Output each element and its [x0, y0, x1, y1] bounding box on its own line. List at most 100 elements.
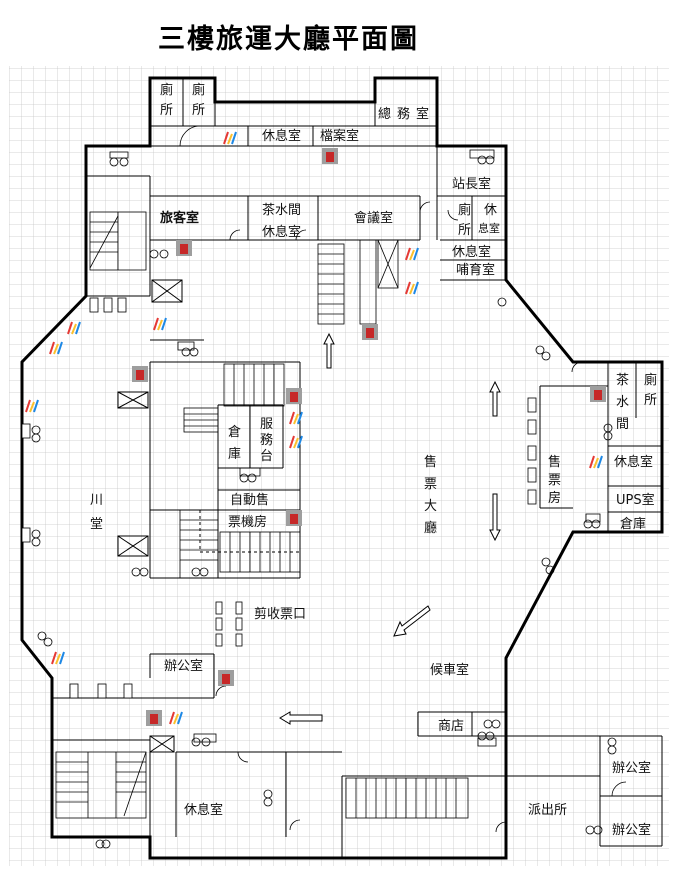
emergency-light-icon [405, 281, 419, 295]
room-label-ticket-machine: 自動售票機房 [228, 492, 269, 530]
seat-icon [477, 731, 497, 747]
fire-extinguisher-icon [286, 388, 302, 404]
seat-icon [37, 631, 53, 647]
seat-icon [483, 719, 501, 729]
seat-icon [583, 513, 601, 529]
room-label-service-desk: 服務台 [260, 417, 273, 464]
room-label-corridor: 川堂 [90, 493, 103, 532]
fire-extinguisher-icon [218, 670, 234, 686]
room-label-rest-right: 休息室 [452, 244, 491, 260]
emergency-light-icon [25, 399, 39, 413]
seat-icon [177, 341, 199, 357]
stair-left-upper [89, 211, 147, 271]
fire-extinguisher-icon [286, 510, 302, 526]
emergency-light-icon [589, 455, 603, 469]
room-label-rest-top: 休息室 [262, 128, 301, 144]
emergency-light-markers [25, 131, 603, 725]
grid-background [9, 66, 669, 866]
seat-icon [469, 149, 495, 165]
ticket-gates [21, 297, 537, 699]
arrow-up-icon [489, 380, 501, 417]
room-label-ticket-office: 售票房 [548, 454, 561, 506]
room-label-toilet-top-2: 廁所 [192, 82, 205, 118]
seat-icon [541, 557, 555, 575]
room-label-office-left: 辦公室 [164, 658, 203, 674]
fire-extinguisher-markers [132, 148, 606, 726]
stair-bottom-left [55, 751, 147, 819]
room-label-rest-bottom: 休息室 [184, 802, 223, 818]
room-label-toilet-right-top: 廁所 [458, 202, 471, 238]
room-label-tea-room-right: 茶水間 [616, 372, 629, 432]
room-label-meeting-room: 會議室 [354, 210, 393, 226]
stair-bottom-center [345, 777, 469, 819]
room-label-office-br-2: 辦公室 [612, 822, 651, 838]
seat-icon [603, 423, 613, 441]
emergency-light-icon [153, 317, 167, 331]
room-label-archive: 檔案室 [320, 128, 359, 144]
room-label-tea-room: 茶水間 [262, 202, 301, 218]
room-label-passenger-room: 旅客室 [160, 210, 199, 226]
fire-extinguisher-icon [322, 148, 338, 164]
direction-arrows [279, 332, 501, 725]
seat-icon [149, 249, 169, 259]
room-label-general-affairs: 總務室 [378, 106, 429, 122]
fire-extinguisher-icon [362, 324, 378, 340]
emergency-light-icon [169, 711, 183, 725]
room-label-storage-right: 倉庫 [620, 517, 646, 532]
fire-extinguisher-icon [176, 240, 192, 256]
arrow-up-icon [323, 332, 335, 369]
seat-icon [31, 529, 41, 547]
seat-icon [239, 467, 261, 483]
seat-icon [535, 345, 551, 361]
furniture [31, 149, 617, 849]
room-label-office-br-1: 辦公室 [612, 760, 651, 776]
room-label-storage-mid: 倉庫 [228, 425, 241, 462]
dashed-boundary [199, 510, 300, 553]
seat-icon [607, 737, 617, 755]
seat-icon [263, 789, 273, 807]
stair-center-upper [317, 243, 345, 325]
fire-extinguisher-icon [590, 386, 606, 402]
seat-icon [585, 825, 603, 835]
emergency-light-icon [49, 341, 63, 355]
room-label-police: 派出所 [528, 803, 567, 818]
plan-title: 三樓旅運大廳平面圖 [158, 23, 419, 55]
room-label-rest-far-right: 休息室 [614, 454, 653, 470]
emergency-light-icon [67, 321, 81, 335]
stairs [55, 211, 469, 819]
room-label-waiting-room: 候車室 [430, 662, 469, 678]
room-label-station-master: 站長室 [452, 176, 491, 192]
arrow-down-icon [489, 493, 501, 542]
room-label-shop: 商店 [438, 719, 464, 734]
seat-icon [109, 151, 129, 167]
seat-icon [95, 839, 111, 849]
emergency-light-icon [51, 651, 65, 665]
room-label-lobby-ticket: 售票大廳 [424, 454, 437, 536]
arrow-left-icon [279, 711, 323, 725]
room-label-toilet-top-1: 廁所 [160, 82, 173, 118]
room-label-rest-mid: 休息室 [262, 224, 301, 240]
stair-middle [183, 363, 285, 433]
outer-walls [20, 76, 664, 860]
seat-icon [131, 567, 149, 577]
emergency-light-icon [289, 435, 303, 449]
emergency-light-icon [223, 131, 237, 145]
arrow-down-left-icon [393, 605, 431, 637]
seat-icon [191, 733, 217, 747]
room-label-rest-small: 休息室 [478, 203, 500, 235]
room-label-toilet-right: 廁所 [644, 372, 657, 408]
room-label-ticket-gate: 剪收票口 [254, 606, 306, 622]
seat-icon [31, 425, 41, 443]
shafts [117, 279, 183, 753]
fire-extinguisher-icon [132, 366, 148, 382]
fire-extinguisher-icon [146, 710, 162, 726]
seat-icon [497, 297, 507, 307]
room-label-ups-room: UPS室 [616, 492, 655, 508]
doors [179, 125, 627, 833]
room-labels: 廁所 廁所 總務室 休息室 檔案室 站長室 廁所 休息室 旅客室 茶水間 休息室… [90, 82, 657, 838]
emergency-light-icon [405, 247, 419, 261]
seat-icon [191, 567, 209, 577]
room-label-nursing-room: 哺育室 [456, 262, 495, 278]
emergency-light-icon [289, 411, 303, 425]
